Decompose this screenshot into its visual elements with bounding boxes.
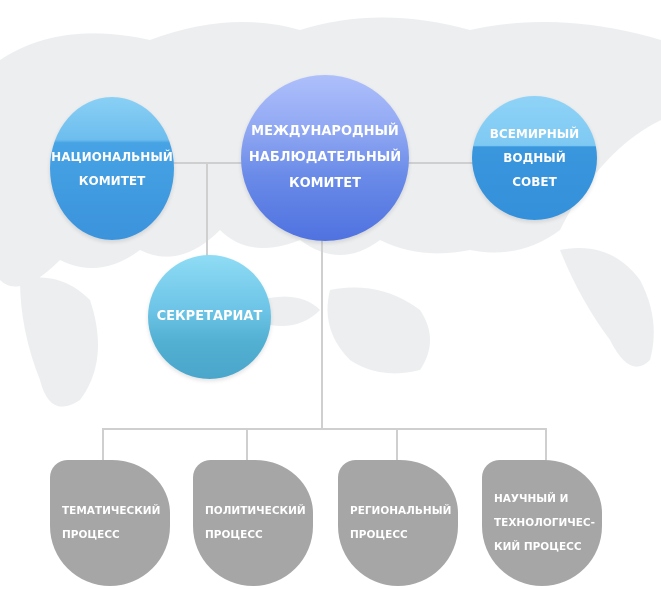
node-label: ВСЕМИРНЫЙ (489, 127, 580, 141)
node-label: НАБЛЮДАТЕЛЬНЫЙ (248, 150, 402, 165)
process-label: ПРОЦЕСС (205, 529, 263, 541)
process-node-regional: РЕГИОНАЛЬНЫЙ ПРОЦЕСС (338, 460, 458, 586)
process-node-political: ПОЛИТИЧЕСКИЙ ПРОЦЕСС (193, 460, 313, 586)
process-label: ТЕХНОЛОГИЧЕС- (494, 517, 595, 529)
process-label: ПОЛИТИЧЕСКИЙ (205, 505, 306, 517)
process-label: ТЕМАТИЧЕСКИЙ (62, 505, 161, 517)
node-label: МЕЖДУНАРОДНЫЙ (251, 124, 399, 139)
connector-line (102, 428, 104, 462)
connector-line (545, 428, 547, 462)
connector-line (396, 428, 398, 462)
node-label: СЕКРЕТАРИАТ (156, 309, 263, 324)
connector-line (102, 428, 547, 430)
national-committee-node: НАЦИОНАЛЬНЫЙ КОМИТЕТ (50, 97, 174, 240)
node-label: КОМИТЕТ (288, 176, 362, 191)
process-label: РЕГИОНАЛЬНЫЙ (350, 505, 452, 517)
node-label: СОВЕТ (512, 175, 557, 189)
international-committee-node: МЕЖДУНАРОДНЫЙ НАБЛЮДАТЕЛЬНЫЙ КОМИТЕТ (241, 75, 409, 241)
node-label: НАЦИОНАЛЬНЫЙ (51, 149, 173, 164)
process-label: ПРОЦЕСС (62, 529, 120, 541)
connector-line (246, 428, 248, 462)
process-label: ПРОЦЕСС (350, 529, 408, 541)
connector-line (206, 163, 208, 258)
node-label: ВОДНЫЙ (503, 151, 566, 165)
process-label: НАУЧНЫЙ И (494, 493, 569, 505)
process-node-scientific: НАУЧНЫЙ И ТЕХНОЛОГИЧЕС- КИЙ ПРОЦЕСС (482, 460, 602, 586)
secretariat-node: СЕКРЕТАРИАТ (148, 255, 271, 379)
process-node-thematic: ТЕМАТИЧЕСКИЙ ПРОЦЕСС (50, 460, 170, 586)
world-water-council-node: ВСЕМИРНЫЙ ВОДНЫЙ СОВЕТ (472, 96, 597, 220)
connector-line (321, 235, 323, 429)
node-label: КОМИТЕТ (78, 173, 146, 188)
process-label: КИЙ ПРОЦЕСС (494, 541, 582, 553)
